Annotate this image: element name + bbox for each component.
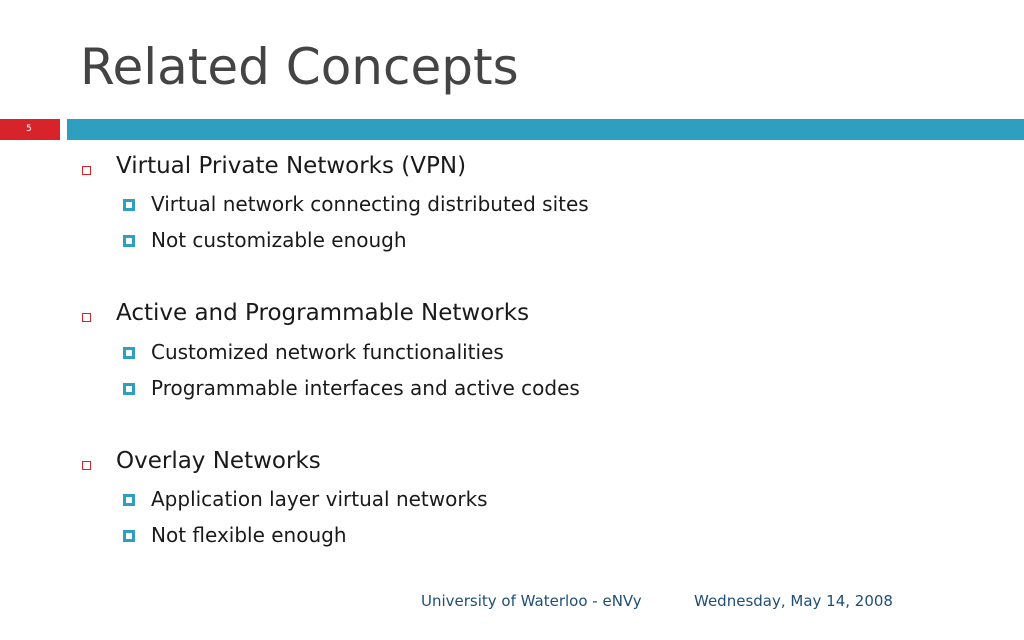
hollow-square-bullet-icon <box>82 313 91 322</box>
hollow-square-bullet-icon <box>82 461 91 470</box>
square-bullet-icon <box>123 347 135 359</box>
footer-date: Wednesday, May 14, 2008 <box>694 592 893 610</box>
bullet-item: Customized network functionalities <box>151 340 504 364</box>
bullet-item: Not customizable enough <box>151 228 407 252</box>
square-bullet-icon <box>123 235 135 247</box>
square-bullet-icon <box>123 199 135 211</box>
section-heading-active-networks: Active and Programmable Networks <box>116 300 530 326</box>
section-heading-vpn: Virtual Private Networks (VPN) <box>116 153 467 179</box>
footer-organization: University of Waterloo - eNVy <box>421 592 642 610</box>
slide-number-badge: 5 <box>0 119 60 140</box>
bullet-item: Application layer virtual networks <box>151 487 488 511</box>
slide-title: Related Concepts <box>80 38 519 96</box>
bullet-item: Virtual network connecting distributed s… <box>151 192 589 216</box>
square-bullet-icon <box>123 530 135 542</box>
slide-number: 5 <box>26 124 32 134</box>
title-accent-bar <box>67 119 1024 140</box>
bullet-item: Programmable interfaces and active codes <box>151 376 580 400</box>
square-bullet-icon <box>123 494 135 506</box>
section-heading-overlay-networks: Overlay Networks <box>116 448 321 474</box>
bullet-item: Not flexible enough <box>151 523 347 547</box>
square-bullet-icon <box>123 383 135 395</box>
hollow-square-bullet-icon <box>82 166 91 175</box>
